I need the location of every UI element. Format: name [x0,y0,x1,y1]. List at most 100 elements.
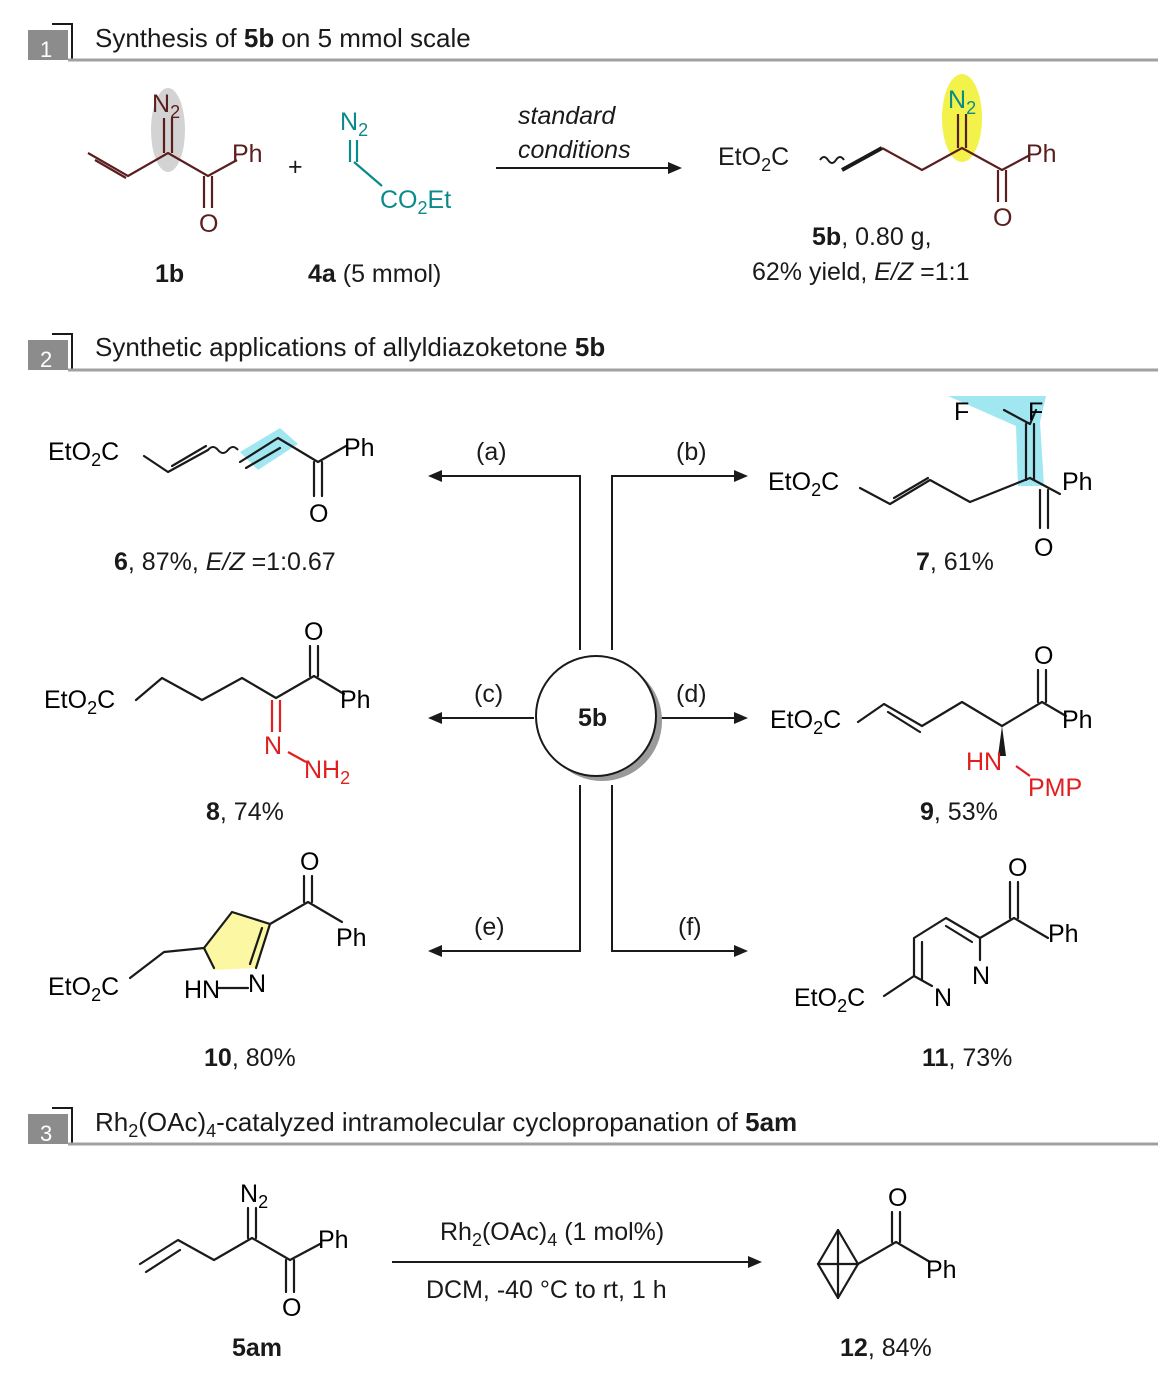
section-1-number: 1 [40,37,52,62]
atom-o: O [199,210,218,238]
atom-f: F [954,398,969,426]
atom-eto2c: EtO2C [770,706,841,738]
section-3-number-box [28,1114,68,1144]
atom-n: N [934,984,952,1012]
atom-f: F [1028,398,1043,426]
atom-ph: Ph [926,1256,957,1284]
atom-ph: Ph [318,1226,349,1254]
atom-n2: N2 [948,86,976,118]
atom-n2: N2 [240,1180,268,1212]
atom-ph: Ph [232,140,263,168]
label-4a: 4a (5 mmol) [308,260,441,288]
bond [87,151,238,178]
molecule-9: EtO2C O Ph HN PMP 9, 53% [770,642,1093,826]
condition-f: (f) [678,913,702,941]
reaction-arrow-3: Rh2(OAc)4 (1 mol%) DCM, -40 °C to rt, 1 … [392,1218,762,1304]
atom-n2: N2 [152,90,180,122]
wavy-bond [207,446,239,454]
label-5b-line1: 5b, 0.80 g, [812,223,932,251]
condition-a: (a) [476,438,507,466]
label-1b: 1b [155,260,184,288]
section-3-number: 3 [40,1121,52,1146]
atom-eto2c: EtO2C [44,686,115,718]
molecule-5am: N2 Ph O 5am [138,1180,349,1362]
label-11: 11, 73% [922,1044,1012,1072]
atom-o: O [304,618,323,646]
label-9: 9, 53% [920,798,998,826]
atom-o: O [282,1294,301,1322]
label-10: 10, 80% [204,1044,296,1072]
section-1-title: Synthesis of 5b on 5 mmol scale [95,23,471,53]
label-5b-line2: 62% yield, E/Z =1:1 [752,258,970,286]
atom-ph: Ph [1026,140,1057,168]
label-7: 7, 61% [916,548,994,576]
section-2-number: 2 [40,347,52,372]
label-5am: 5am [232,1334,282,1362]
hub-5b: 5b [535,655,662,781]
atom-ph: Ph [336,924,367,952]
atom-hn: HN [184,976,220,1004]
atom-o: O [1034,642,1053,670]
section-2-title: Synthetic applications of allyldiazoketo… [95,332,605,362]
atom-nh2: NH2 [304,756,350,788]
section-2-header: 2 Synthetic applications of allyldiazoke… [28,332,1158,372]
molecule-11: EtO2C O Ph N N 11, 73% [794,854,1079,1072]
label-6: 6, 87%, E/Z =1:0.67 [114,548,336,576]
condition-b: (b) [676,438,707,466]
atom-eto2c: EtO2C [718,143,789,175]
atom-o: O [888,1184,907,1212]
hub-connectors [428,470,748,957]
molecule-10: EtO2C O Ph HN N 10, 80% [48,848,367,1072]
atom-eto2c: EtO2C [48,438,119,470]
hub-label: 5b [578,704,607,732]
atom-o: O [993,204,1012,232]
label-12: 12, 84% [840,1334,932,1362]
molecule-5b: EtO2C N2 Ph O 5b, 0.80 g, 62% yield, E/Z… [718,74,1057,286]
bond [353,161,383,187]
atom-n: N [264,732,282,760]
section-1-header: 1 Synthesis of 5b on 5 mmol scale [28,23,1158,62]
molecule-4a: N2 CO2Et 4a (5 mmol) [308,108,451,288]
atom-n2: N2 [340,108,368,140]
bond [881,146,1031,172]
condition-c: (c) [474,680,503,708]
atom-n: N [972,962,990,990]
atom-o: O [309,500,328,528]
section-3-header: 3 Rh2(OAc)4-catalyzed intramolecular cyc… [28,1107,1158,1146]
atom-n: N [248,970,266,998]
molecule-1b: N2 Ph O 1b [87,88,263,288]
condition-e: (e) [474,913,505,941]
reagent-label: Rh2(OAc)4 (1 mol%) [440,1218,664,1250]
atom-o: O [1034,534,1053,562]
wavy-bond [819,156,845,164]
bond [94,159,127,179]
arrow-condition-top: standard [518,102,616,130]
molecule-7: EtO2C F F Ph O 7, 61% [768,396,1093,576]
reaction-arrow-1: standard conditions [496,102,682,174]
atom-ph: Ph [1062,706,1093,734]
section-1-number-box [28,30,68,60]
molecule-8: EtO2C Ph O N NH2 8, 74% [44,618,371,826]
section-2-number-box [28,340,68,370]
condition-label: DCM, -40 °C to rt, 1 h [426,1276,667,1304]
arrow-condition-bottom: conditions [518,136,631,164]
bond [841,146,883,172]
section-3-title: Rh2(OAc)4-catalyzed intramolecular cyclo… [95,1107,797,1141]
atom-ph: Ph [340,686,371,714]
molecule-6: EtO2C Ph O 6, 87%, E/Z =1:0.67 [48,428,375,576]
atom-ph: Ph [1048,920,1079,948]
atom-ph: Ph [344,434,375,462]
alkene-highlight [240,428,298,470]
atom-hn: HN [966,748,1002,776]
molecule-12: O Ph 12, 84% [816,1184,957,1362]
atom-eto2c: EtO2C [48,973,119,1005]
condition-d: (d) [676,680,707,708]
atom-pmp: PMP [1028,774,1082,802]
atom-eto2c: EtO2C [768,468,839,500]
atom-co2et: CO2Et [380,186,451,218]
atom-o: O [1008,854,1027,882]
diazo-highlight [942,74,982,162]
atom-ph: Ph [1062,468,1093,496]
plus-sign: + [288,153,303,181]
